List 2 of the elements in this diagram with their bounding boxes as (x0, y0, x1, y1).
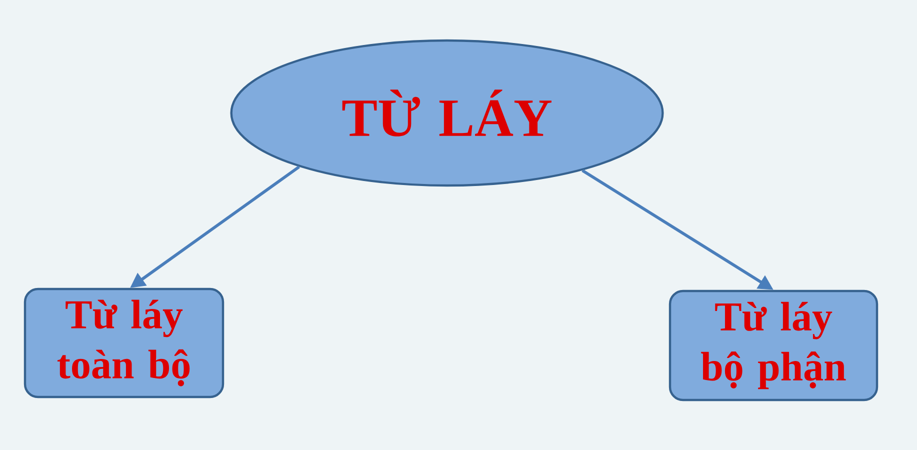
category-box: Từ láy toàn bộ (24, 288, 224, 398)
category-box: Từ láy bộ phận (668, 290, 878, 402)
